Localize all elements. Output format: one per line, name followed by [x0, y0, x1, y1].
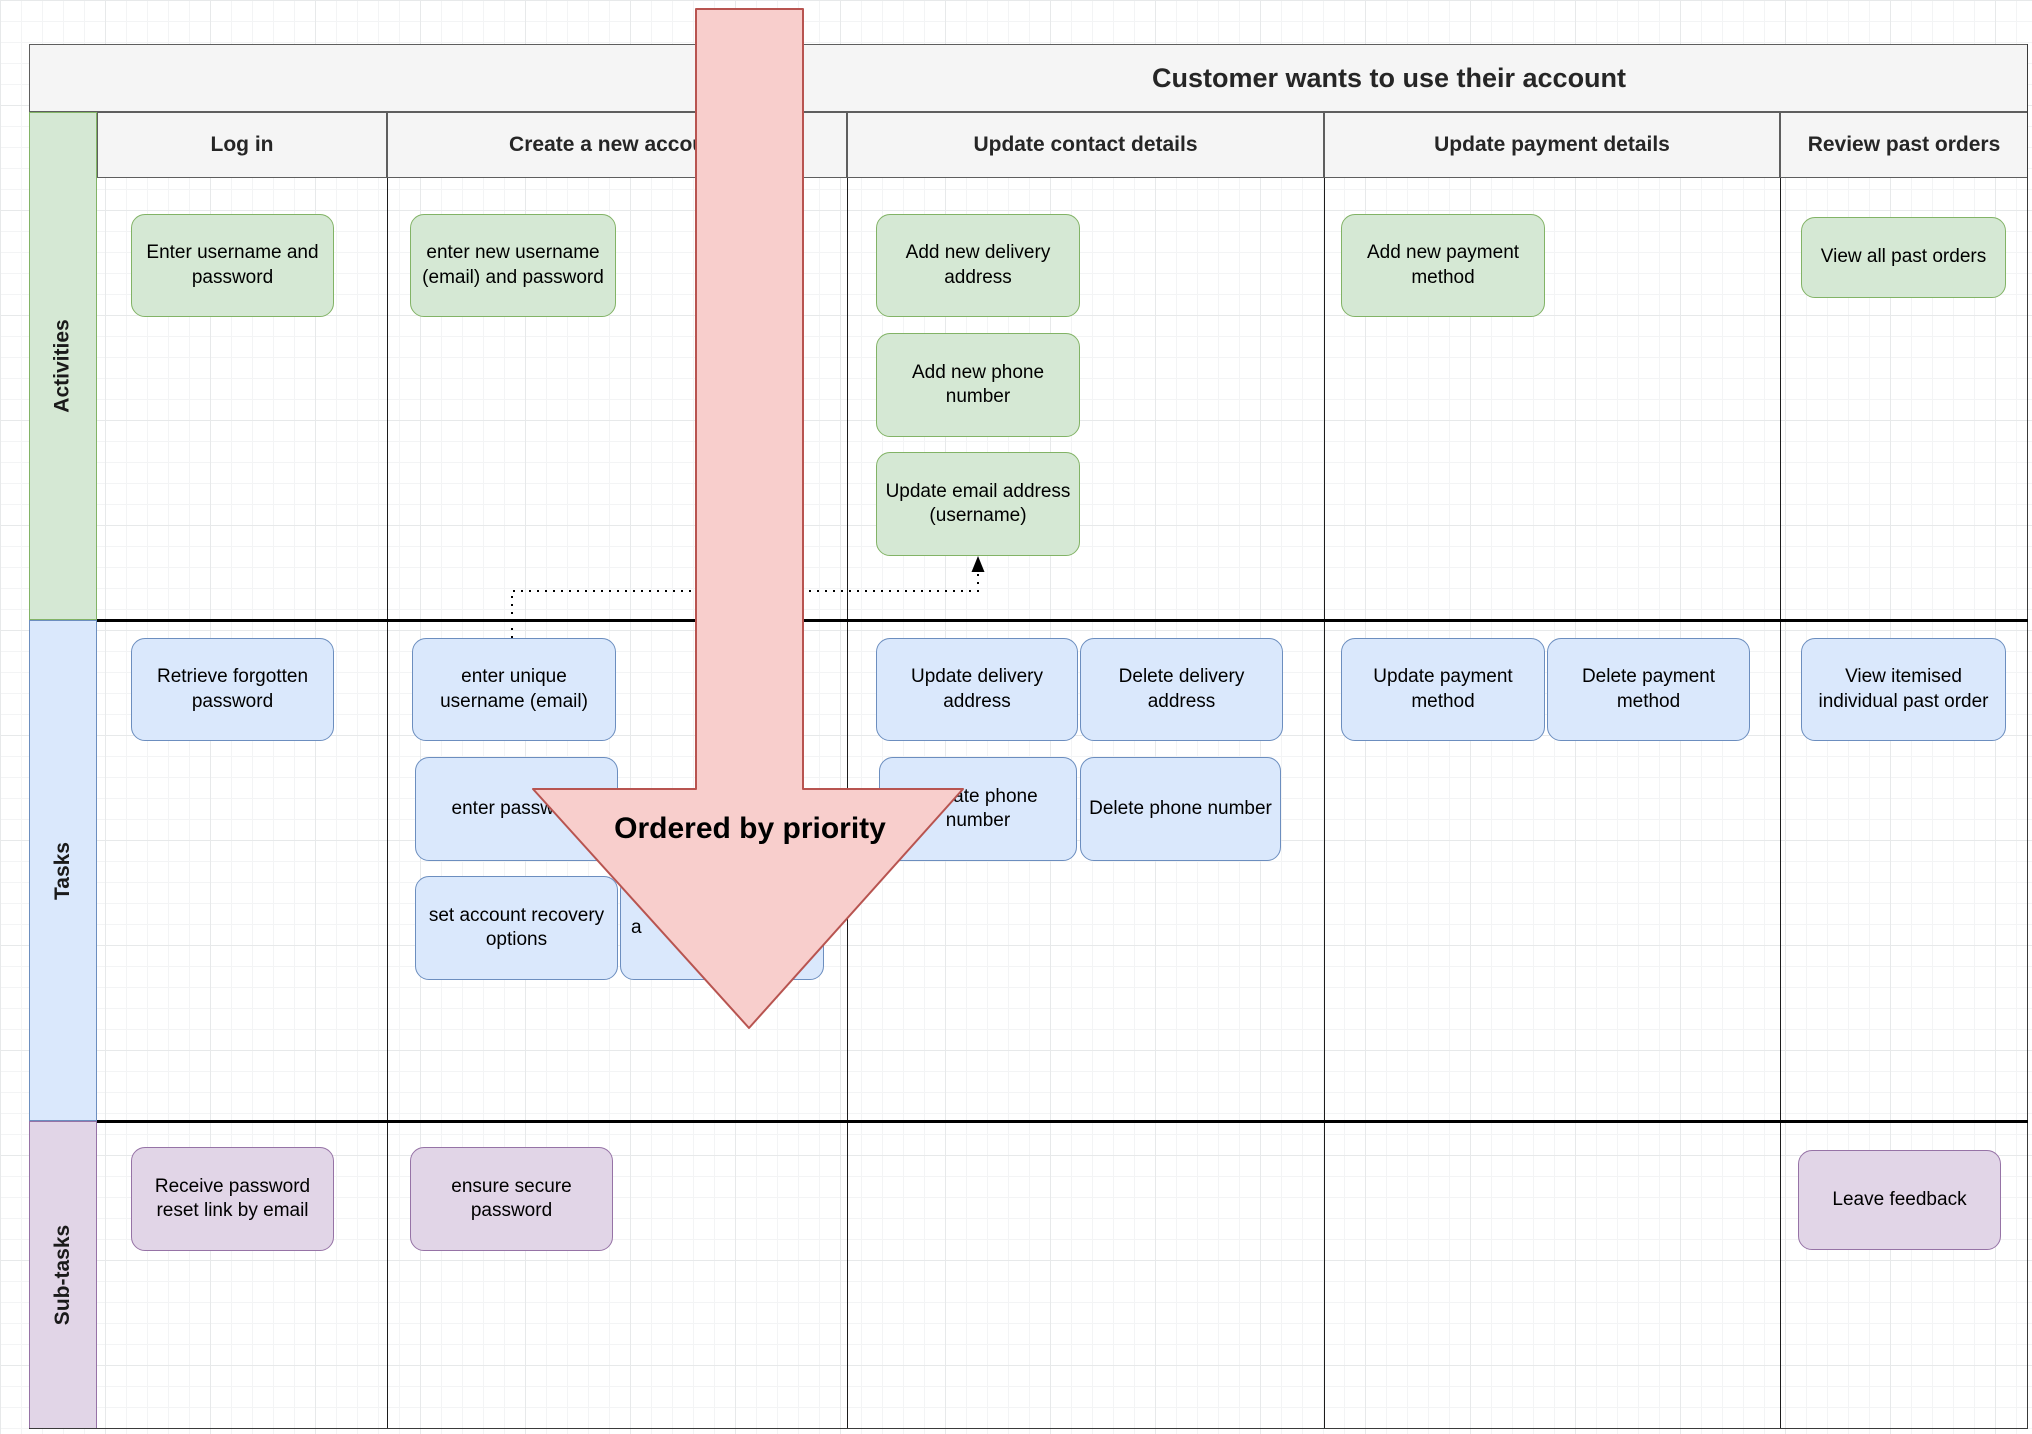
task-box-set-account-recovery[interactable]: set account recovery options [415, 876, 618, 980]
row-divider-tasks-subtasks [97, 1120, 2028, 1123]
task-box-delete-phone-number[interactable]: Delete phone number [1080, 757, 1281, 861]
row-strip-subtasks[interactable]: Sub-tasks [29, 1121, 97, 1429]
row-divider-activities-tasks [97, 619, 2028, 622]
activity-box-add-payment-method[interactable]: Add new payment method [1341, 214, 1545, 317]
column-header-review-orders[interactable]: Review past orders [1780, 112, 2028, 178]
dotted-connector-line [511, 570, 979, 638]
task-box-view-itemised-order[interactable]: View itemised individual past order [1801, 638, 2006, 741]
task-box-delete-delivery-address[interactable]: Delete delivery address [1080, 638, 1283, 741]
row-strip-activities[interactable]: Activities [29, 112, 97, 620]
activity-box-enter-username-password[interactable]: Enter username and password [131, 214, 334, 317]
subtask-box-ensure-secure-password[interactable]: ensure secure password [410, 1147, 613, 1251]
story-map-title-bar[interactable] [29, 44, 2028, 112]
subtask-box-password-reset-link[interactable]: Receive password reset link by email [131, 1147, 334, 1251]
activity-box-add-delivery-address[interactable]: Add new delivery address [876, 214, 1080, 317]
row-label-activities: Activities [51, 319, 74, 413]
column-header-update-contact[interactable]: Update contact details [847, 112, 1324, 178]
task-box-hidden[interactable]: a [620, 876, 824, 980]
column-divider [847, 178, 848, 1429]
column-header-create-account[interactable]: Create a new account [387, 112, 847, 178]
priority-arrow-label: Ordered by priority [614, 812, 886, 845]
column-divider [1324, 178, 1325, 1429]
task-box-update-payment-method[interactable]: Update payment method [1341, 638, 1545, 741]
task-box-update-delivery-address[interactable]: Update delivery address [876, 638, 1078, 741]
table-right-border [2027, 44, 2028, 1429]
connector-arrowhead-icon [971, 556, 985, 572]
row-label-subtasks: Sub-tasks [51, 1224, 74, 1326]
column-header-update-payment[interactable]: Update payment details [1324, 112, 1780, 178]
activity-box-view-all-past-orders[interactable]: View all past orders [1801, 217, 2006, 298]
row-strip-tasks[interactable]: Tasks [29, 620, 97, 1121]
activity-box-update-email-address[interactable]: Update email address (username) [876, 452, 1080, 556]
subtask-box-leave-feedback[interactable]: Leave feedback [1798, 1150, 2001, 1250]
task-box-enter-unique-username[interactable]: enter unique username (email) [412, 638, 616, 741]
task-box-delete-payment-method[interactable]: Delete payment method [1547, 638, 1750, 741]
task-box-retrieve-forgotten-password[interactable]: Retrieve forgotten password [131, 638, 334, 741]
column-divider [387, 178, 388, 1429]
table-bottom-border [29, 1428, 2028, 1429]
story-map-title: Customer wants to use their account [1151, 62, 1627, 93]
activity-box-add-phone-number[interactable]: Add new phone number [876, 333, 1080, 437]
column-divider [1780, 178, 1781, 1429]
row-label-tasks: Tasks [51, 841, 74, 900]
activity-box-new-username-password[interactable]: enter new username (email) and password [410, 214, 616, 317]
column-header-log-in[interactable]: Log in [97, 112, 387, 178]
